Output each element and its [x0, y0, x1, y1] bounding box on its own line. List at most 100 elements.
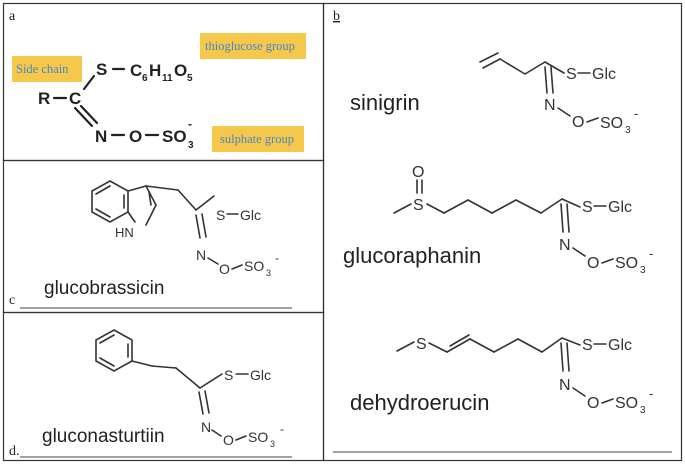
c-s-bond — [561, 198, 581, 208]
n-o-bond — [211, 429, 222, 437]
alkene-bond-1 — [446, 338, 471, 353]
pyrrole-bond-4 — [127, 211, 136, 223]
indole-hn: HN — [115, 225, 134, 240]
indole-db-1 — [95, 185, 111, 195]
c-n-double-1 — [560, 203, 564, 233]
oxime-n: N — [196, 247, 206, 263]
atom-s: S — [96, 60, 107, 79]
c-n-double-1 — [198, 391, 204, 415]
sulfate-so: SO — [162, 127, 187, 146]
side-chain-label: Side chain — [16, 62, 69, 76]
sulfate-sup: - — [649, 386, 653, 401]
c-n-double-1 — [195, 214, 201, 239]
n-o-bond — [557, 107, 571, 117]
sugar-h: H — [149, 61, 161, 80]
bond-c-n-1 — [73, 106, 94, 128]
sulfate-sub: 3 — [625, 125, 631, 136]
thio-s: S — [566, 66, 577, 83]
n-o-bond — [572, 387, 586, 397]
c-n-double-1 — [544, 66, 548, 94]
o-s-bond — [235, 435, 247, 441]
panel-d-letter: d. — [9, 444, 20, 459]
oxime-o: O — [223, 432, 234, 448]
pyrrole-db — [148, 191, 152, 206]
chain-bond-3 — [175, 367, 201, 389]
sugar-o: O — [174, 61, 187, 80]
methyl-bond — [396, 341, 415, 352]
ch2-c-bond — [524, 61, 546, 75]
chain-bond-3 — [467, 199, 493, 214]
sulfate-sub: 3 — [188, 140, 194, 151]
panel-a: a Side chain thioglucose group sulphate … — [9, 9, 306, 152]
chain-bond-2 — [469, 338, 495, 353]
atom-n: N — [95, 127, 107, 146]
o-s-bond — [601, 258, 614, 264]
panel-b-letter: b — [333, 9, 340, 24]
sulfate-sup: - — [275, 251, 279, 265]
chain-bond-3 — [493, 338, 519, 353]
sugar-formula: C 6 H 11 O 5 — [130, 61, 193, 84]
c-s-bond — [544, 61, 565, 74]
sulfate-sub: 3 — [640, 405, 646, 416]
benzene-db-1 — [99, 334, 115, 344]
thio-s: S — [582, 337, 593, 354]
pyrrole-bond-3 — [145, 204, 157, 226]
oxime-n: N — [559, 377, 571, 394]
chain-bond-4 — [491, 199, 517, 214]
sulfate-sup: - — [188, 117, 192, 131]
oxime-n: N — [559, 237, 571, 254]
panel-b-frame — [322, 2, 683, 462]
compound-name-glucoraphanin: glucoraphanin — [343, 243, 481, 268]
n-o-bond — [207, 257, 219, 265]
sulfate-so: SO — [248, 429, 268, 445]
glc-label: Glc — [240, 207, 261, 223]
thio-s: S — [216, 207, 225, 223]
sulfate-sub: 3 — [640, 265, 646, 276]
c-n-double-2 — [566, 342, 570, 372]
sulfate-so: SO — [615, 395, 638, 412]
c-n-double-2 — [204, 390, 210, 414]
sugar-o-sub: 5 — [187, 73, 193, 84]
sulfoxide-o: O — [412, 164, 424, 181]
c-s-bond — [195, 195, 215, 211]
oxime-n: N — [201, 419, 211, 435]
sulfate-so: SO — [244, 258, 264, 274]
allyl-bond — [499, 58, 526, 75]
thioether-s: S — [416, 336, 427, 353]
sulfate-sup: - — [634, 106, 638, 121]
sulphate-highlight — [212, 126, 304, 152]
panel-a-letter: a — [9, 9, 16, 24]
glc-label: Glc — [250, 367, 271, 383]
o-s-bond — [586, 117, 599, 123]
glc-label: Glc — [608, 337, 632, 354]
chain-bond-1 — [131, 360, 153, 367]
thioglucose-label: thioglucose group — [205, 39, 295, 53]
compound-name-glucobrassicin: glucobrassicin — [44, 278, 164, 299]
benzene-ring — [95, 329, 133, 372]
chain-bond-4 — [517, 338, 543, 353]
panel-d: d. S Glc N O SO 3 - gluconasturtiin — [9, 329, 284, 459]
sulphate-label: sulphate group — [220, 132, 294, 146]
c-n-double-2 — [201, 213, 207, 238]
bond-c-n-2 — [79, 104, 99, 125]
dehydroerucin-structure: S S Glc N O SO 3 - — [396, 334, 653, 416]
o-s-bond — [601, 398, 614, 404]
side-chain-highlight — [12, 56, 82, 82]
panel-c-letter: c — [9, 293, 15, 308]
compound-name-gluconasturtiin: gluconasturtiin — [42, 426, 165, 447]
chain-bond-1 — [426, 203, 445, 214]
chain-bond-1 — [428, 342, 448, 353]
vinyl-double-1 — [479, 52, 499, 63]
n-o-bond — [572, 247, 586, 257]
atom-o: O — [129, 127, 142, 146]
oxime-o: O — [587, 255, 599, 272]
sulfate-so: SO — [615, 255, 638, 272]
indole-benzene-ring — [91, 180, 129, 223]
compound-name-dehydroerucin: dehydroerucin — [350, 390, 489, 415]
sulfate-sup: - — [280, 422, 284, 436]
chain-bond-5 — [515, 199, 542, 214]
c-s-bond — [561, 337, 581, 346]
oxime-o: O — [219, 261, 230, 277]
sinigrin-structure: S Glc N O SO 3 - — [479, 52, 638, 136]
ch2-bond — [145, 185, 179, 191]
